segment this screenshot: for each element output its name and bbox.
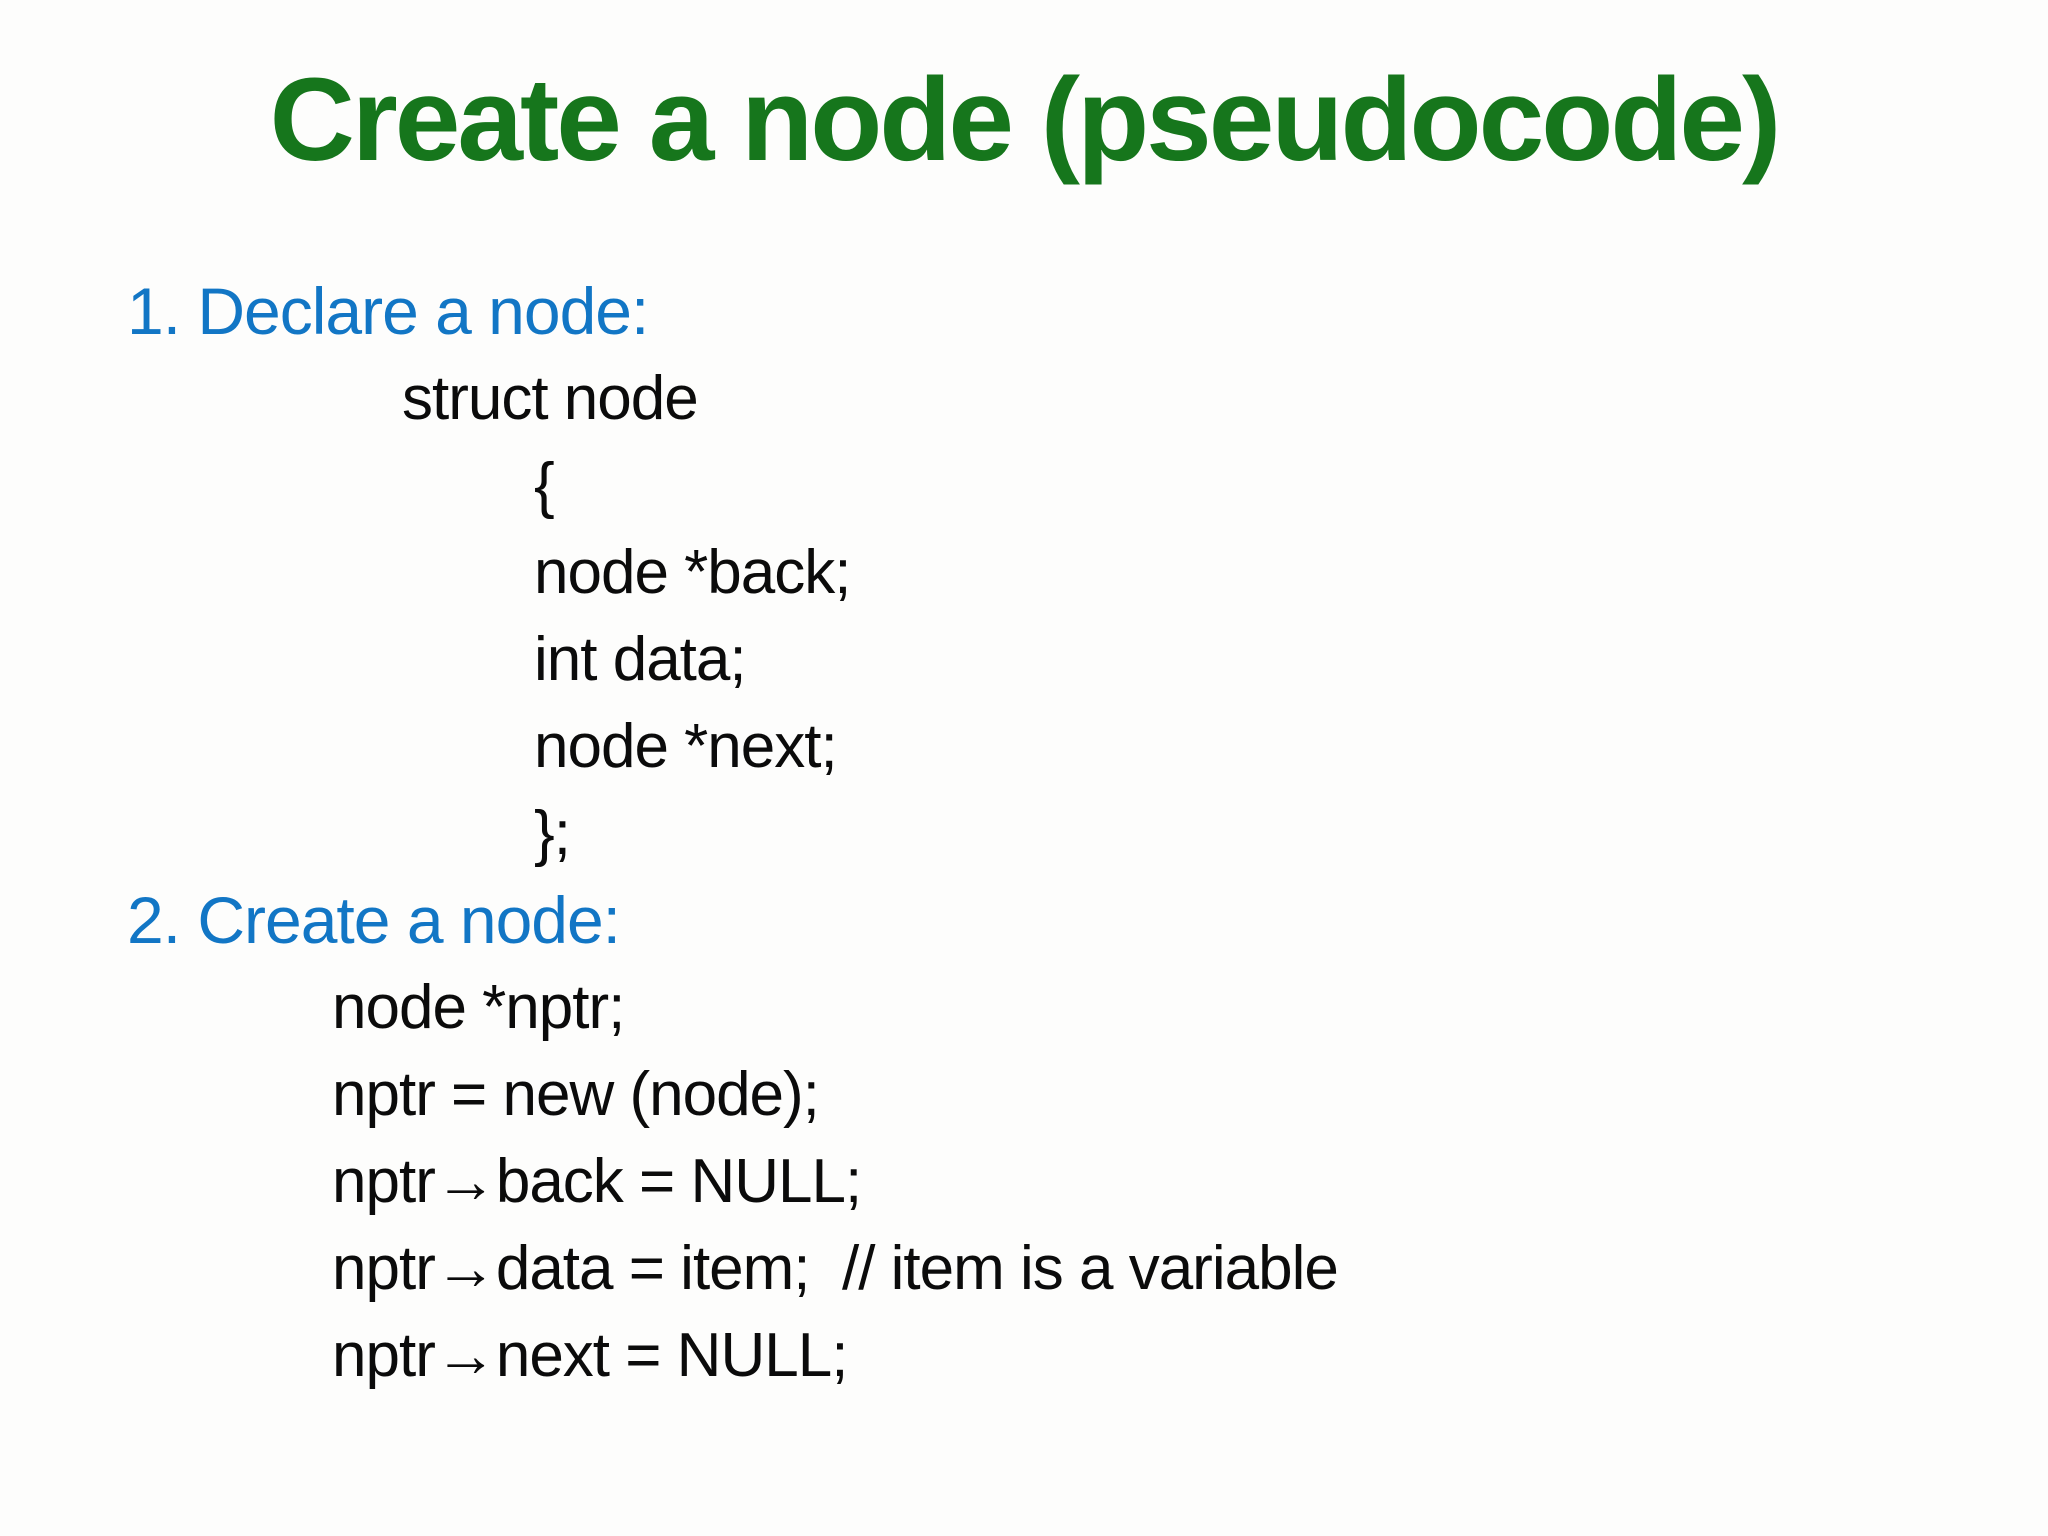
code-line-open-brace: { — [534, 451, 555, 520]
section-2-heading: 2. Create a node: — [127, 883, 621, 957]
slide-title: Create a node (pseudocode) — [269, 54, 1782, 186]
code-line-nptr-new: nptr = new (node); — [332, 1060, 820, 1129]
slide-body: 1. Declare a node: struct node { node *b… — [0, 268, 2048, 1399]
code-line-nptr-next-null: nptr→next = NULL; — [332, 1321, 848, 1390]
code-line-node-next: node *next; — [534, 712, 838, 781]
code-line-nptr-data-item: nptr→data = item; // item is a variable — [332, 1234, 1339, 1303]
code-line-nptr-back-null: nptr→back = NULL; — [332, 1147, 862, 1216]
code-line-node-nptr: node *nptr; — [332, 973, 625, 1042]
code-line-struct-node: struct node — [402, 364, 699, 433]
section-1-heading: 1. Declare a node: — [127, 274, 649, 348]
code-line-close-brace: }; — [534, 799, 571, 868]
code-line-int-data: int data; — [534, 625, 747, 694]
code-line-node-back: node *back; — [534, 538, 851, 607]
